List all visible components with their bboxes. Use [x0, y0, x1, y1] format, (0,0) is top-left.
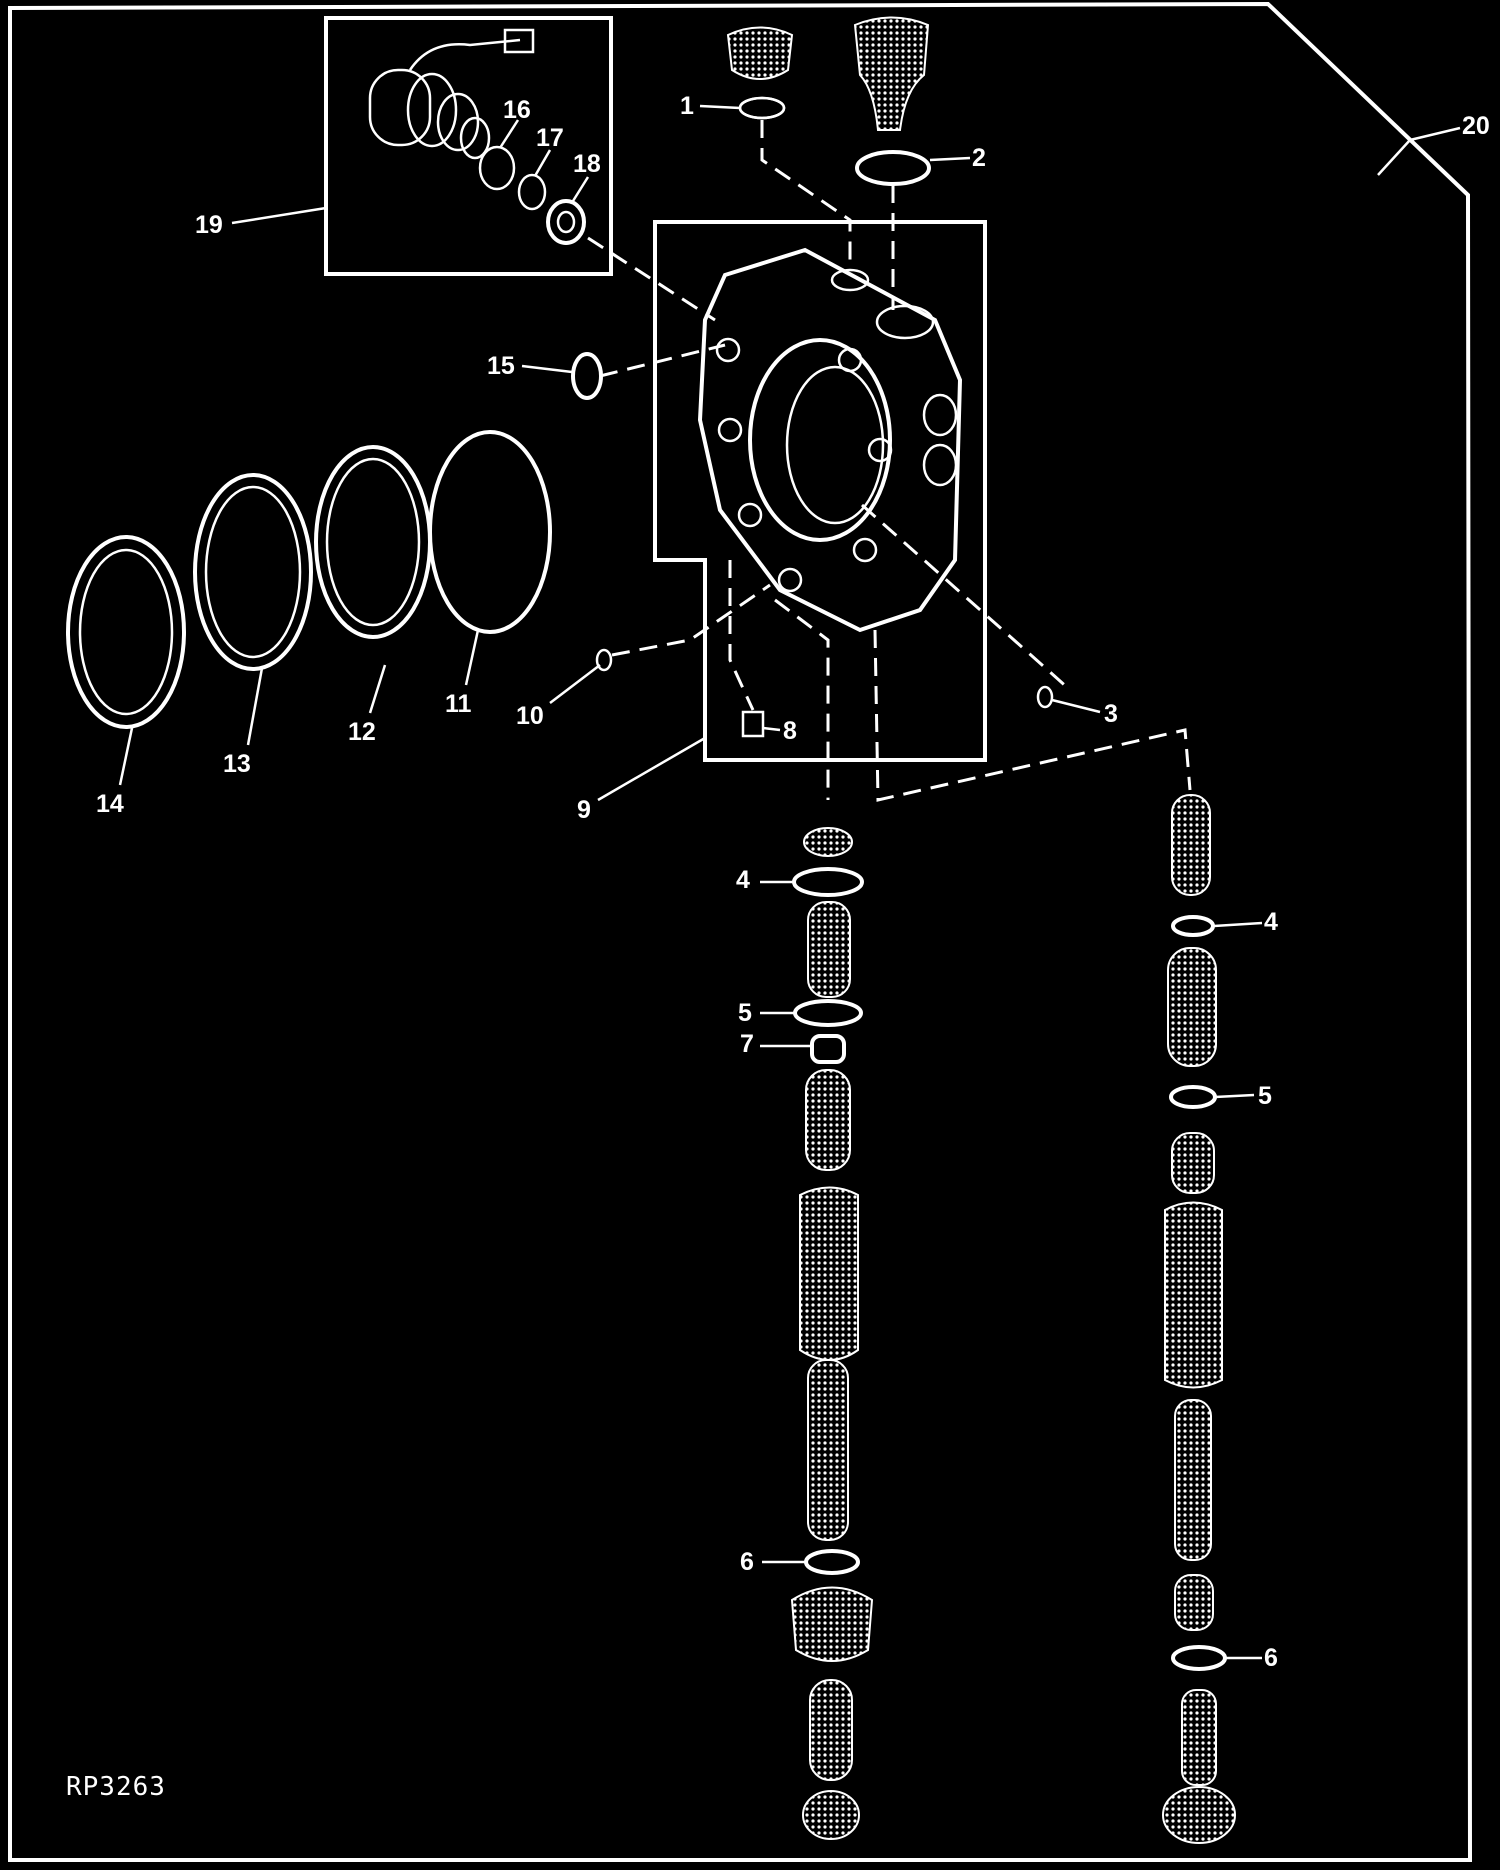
assembly-lines — [587, 120, 1192, 802]
callout-10: 10 — [516, 702, 544, 730]
leader-lines — [118, 104, 1461, 1660]
callout-6b: 6 — [1264, 1644, 1278, 1672]
solenoid-inset — [324, 16, 613, 276]
callout-3: 3 — [1104, 700, 1118, 728]
callout-8: 8 — [783, 717, 797, 745]
callout-4a: 4 — [736, 866, 750, 894]
callout-9: 9 — [577, 796, 591, 824]
o-ring-10 — [595, 648, 613, 672]
figure-code: RP3263 — [66, 1772, 166, 1802]
callout-13: 13 — [223, 750, 251, 778]
callout-6a: 6 — [740, 1548, 754, 1576]
callout-17: 17 — [536, 124, 564, 152]
o-ring-3 — [1036, 685, 1054, 709]
left-spool-stack — [790, 827, 874, 1840]
callout-2: 2 — [972, 144, 986, 172]
callout-14: 14 — [96, 790, 124, 818]
callout-1: 1 — [680, 92, 694, 120]
callout-4b: 4 — [1264, 908, 1278, 936]
o-ring-1 — [738, 96, 786, 120]
callout-12: 12 — [348, 718, 376, 746]
callout-5a: 5 — [738, 999, 752, 1027]
top-fittings — [726, 16, 931, 186]
callout-11: 11 — [445, 690, 472, 718]
callout-5b: 5 — [1258, 1082, 1272, 1110]
seal-rings — [66, 430, 552, 729]
washer-15 — [571, 352, 603, 400]
right-spool-stack — [1162, 794, 1236, 1844]
valve-housing-box — [653, 220, 987, 762]
plug-8 — [741, 710, 765, 738]
frame-border — [8, 1, 1473, 1862]
valve-housing — [697, 247, 963, 633]
callout-7: 7 — [740, 1030, 754, 1058]
callout-20: 20 — [1462, 112, 1490, 140]
callout-18: 18 — [573, 150, 601, 178]
callout-15: 15 — [487, 352, 515, 380]
callout-16: 16 — [503, 96, 531, 124]
callout-19: 19 — [195, 211, 223, 239]
